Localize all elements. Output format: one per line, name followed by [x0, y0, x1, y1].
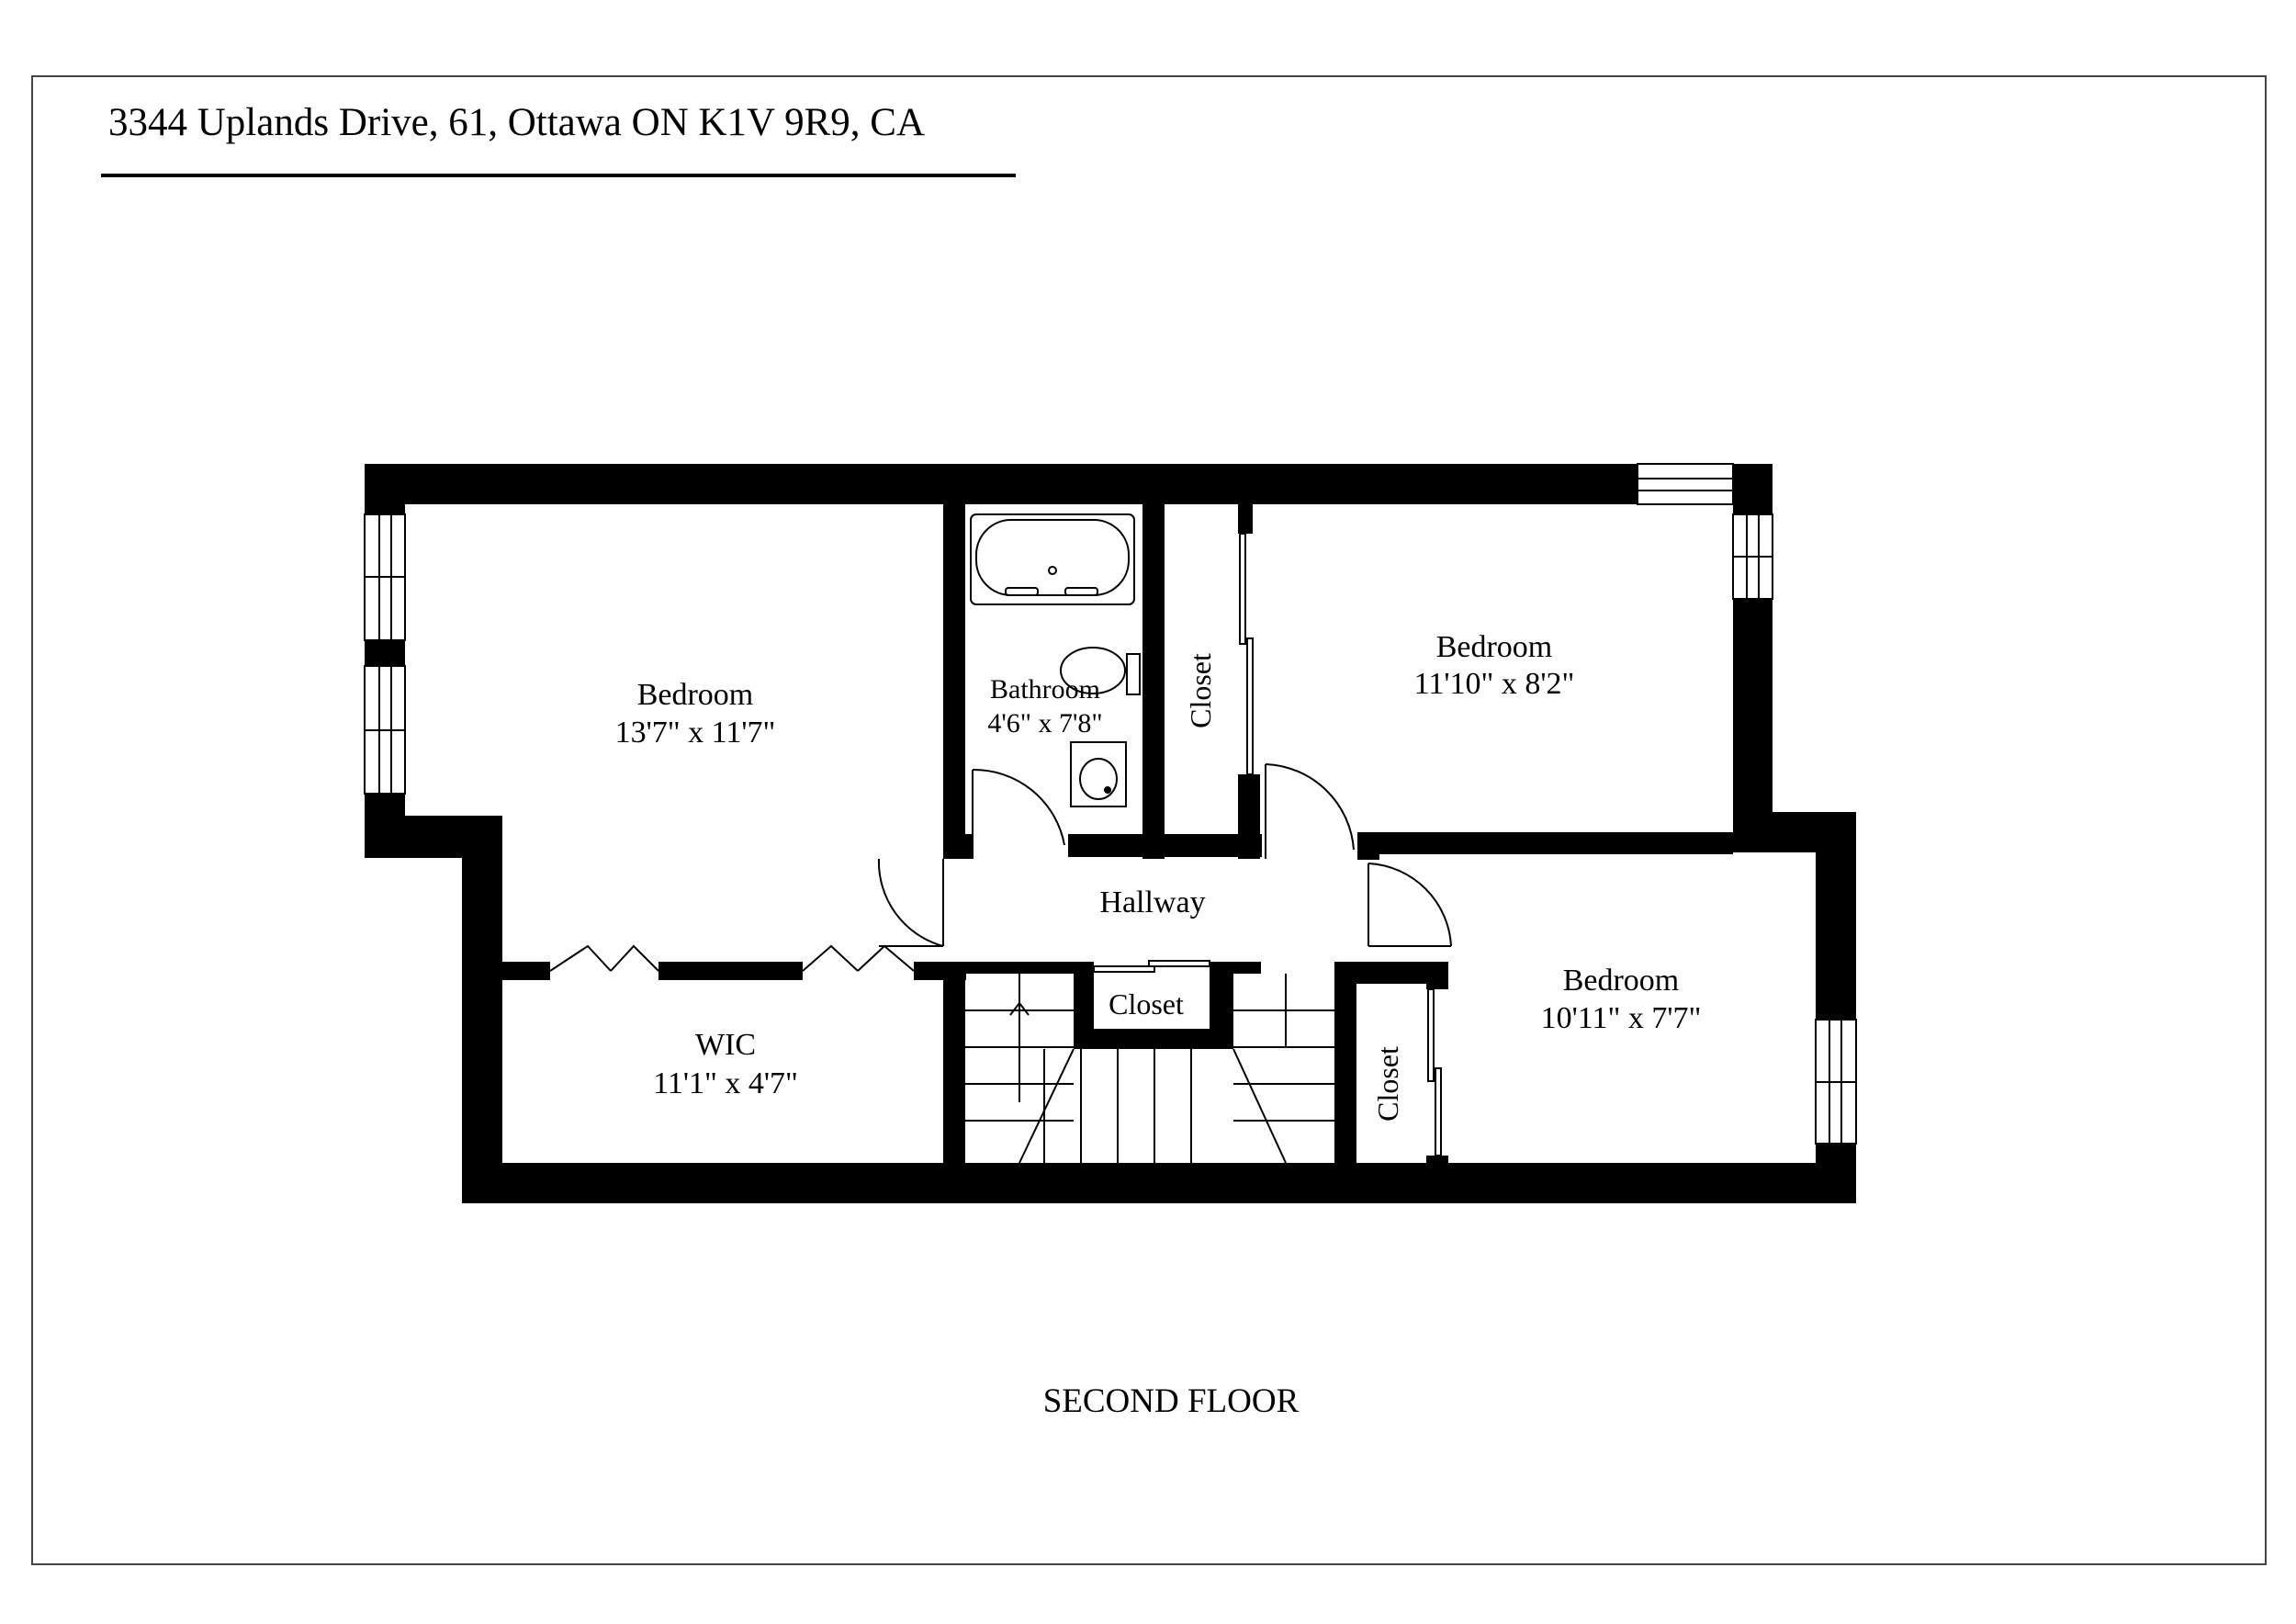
property-address: 3344 Uplands Drive, 61, Ottawa ON K1V 9R…: [108, 101, 925, 144]
closet-bath-label: Closet: [1184, 653, 1217, 728]
wic-name: WIC: [695, 1028, 756, 1062]
bedroom-ne-name: Bedroom: [1436, 630, 1553, 664]
page-frame: [31, 75, 2267, 1565]
door-main-bedroom: [877, 858, 944, 947]
door-closet-hall: [1093, 960, 1210, 973]
window-east-upper: [1732, 513, 1773, 600]
door-wic-east: [802, 944, 915, 972]
windows: [364, 463, 1857, 1145]
bathtub-icon: [970, 513, 1135, 605]
window-east-lower: [1815, 1019, 1857, 1145]
bedroom-main-name: Bedroom: [637, 678, 754, 712]
toilet-icon: [1060, 647, 1141, 695]
window-west-upper: [364, 513, 406, 641]
bedroom-main-size: 13'7" x 11'7": [615, 716, 776, 750]
door-bedroom-se: [1367, 863, 1452, 947]
bathroom-size: 4'6" x 7'8": [987, 708, 1102, 739]
wic-size: 11'1" x 4'7": [653, 1066, 798, 1100]
room-labels: Bedroom 13'7" x 11'7" Bathroom 4'6" x 7'…: [615, 630, 1702, 1122]
closet-hall-label: Closet: [1109, 987, 1184, 1021]
address-underline: [101, 174, 1016, 177]
sink-icon: [1070, 741, 1127, 807]
door-closet-bath: [1239, 533, 1254, 775]
bedroom-se-name: Bedroom: [1563, 964, 1680, 998]
bathroom-fixtures: [970, 513, 1141, 807]
door-bathroom: [972, 768, 1065, 859]
door-closet-se: [1427, 988, 1442, 1156]
bathroom-name: Bathroom: [990, 674, 1100, 705]
hallway-label: Hallway: [1099, 885, 1205, 919]
staircase: [965, 974, 1334, 1164]
floor-label: SECOND FLOOR: [1042, 1382, 1300, 1420]
closet-se-label: Closet: [1371, 1046, 1404, 1122]
window-west-lower: [364, 665, 406, 795]
walls: [365, 464, 1856, 1203]
door-bedroom-ne: [1265, 763, 1355, 859]
bedroom-se-size: 10'11" x 7'7": [1541, 1001, 1702, 1035]
window-north: [1637, 463, 1734, 505]
bedroom-ne-size: 11'10" x 8'2": [1414, 667, 1575, 701]
door-wic-west: [549, 944, 659, 972]
doors: [549, 533, 1452, 1156]
